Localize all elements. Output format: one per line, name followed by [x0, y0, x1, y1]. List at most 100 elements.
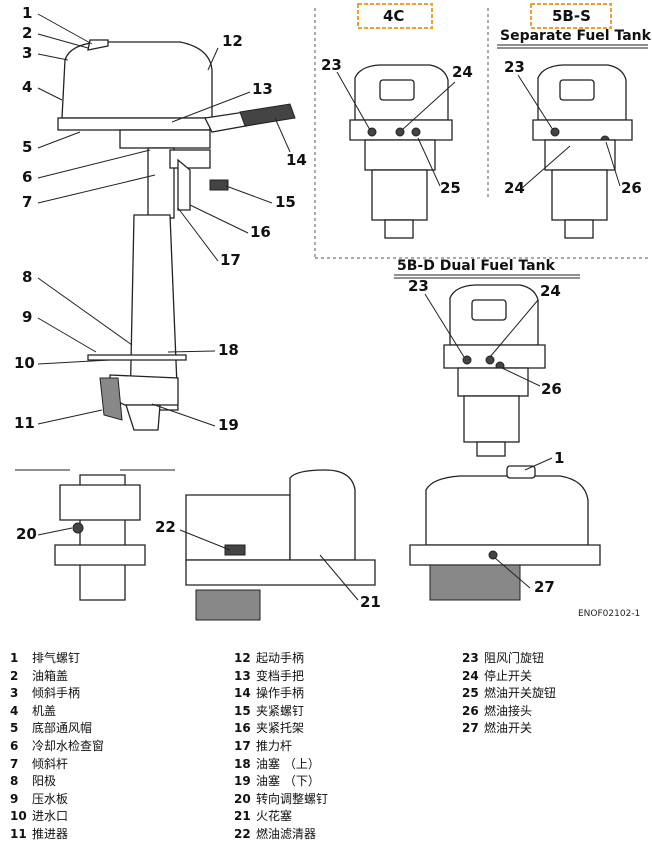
svg-text:11: 11: [14, 414, 35, 432]
legend-item-label: 燃油开关旋钮: [484, 686, 557, 701]
legend-item-label: 底部通风帽: [32, 721, 93, 736]
legend-item: 2 油箱盖: [10, 668, 230, 686]
svg-text:21: 21: [360, 593, 381, 611]
legend-item-label: 油塞 （下）: [256, 774, 320, 789]
detail-5bs: 23 24 26: [504, 58, 642, 239]
detail-4c: 23 24 25: [321, 56, 473, 239]
legend-item-number: 21: [234, 809, 251, 824]
svg-text:19: 19: [218, 416, 239, 434]
svg-text:2: 2: [22, 24, 32, 42]
main-callouts: 1 2 3 4 5 6 7 12 13 14 15 16 17 8 9 10 1…: [14, 4, 307, 434]
legend-item-label: 阳极: [32, 774, 57, 789]
legend-item-label: 排气螺钉: [32, 651, 81, 665]
legend-item-number: 1: [10, 651, 19, 665]
bottom-left-detail: 20: [15, 469, 175, 601]
svg-text:22: 22: [155, 518, 176, 536]
svg-text:26: 26: [541, 380, 562, 398]
legend-item-number: 22: [234, 826, 251, 841]
model-5bs-label: 5B-S: [552, 7, 591, 25]
svg-text:10: 10: [14, 354, 35, 372]
legend-item: 25 燃油开关旋钮: [462, 685, 652, 703]
legend-item-label: 燃油接头: [484, 703, 533, 718]
dual-tank-title: 5B-D Dual Fuel Tank: [397, 258, 556, 274]
legend-item: 1 排气螺钉: [10, 650, 230, 668]
legend-item-label: 起动手柄: [256, 651, 305, 665]
svg-text:17: 17: [220, 251, 241, 269]
legend-item-label: 压水板: [32, 791, 69, 806]
legend-item-number: 26: [462, 703, 479, 718]
model-4c-label: 4C: [383, 7, 404, 25]
separate-tank-title: Separate Fuel Tank: [500, 28, 652, 44]
legend-item-label: 夹紧螺钉: [256, 703, 305, 718]
svg-text:9: 9: [22, 308, 32, 326]
svg-text:23: 23: [321, 56, 342, 74]
svg-text:15: 15: [275, 193, 296, 211]
legend-item-label: 操作手柄: [256, 686, 305, 701]
legend-item-number: 2: [10, 668, 19, 683]
svg-text:24: 24: [540, 282, 561, 300]
legend-item-number: 10: [10, 809, 27, 824]
legend-item-label: 阻风门旋钮: [484, 651, 545, 665]
legend-item-number: 5: [10, 721, 19, 736]
svg-text:23: 23: [408, 277, 429, 295]
detail-5bd: 23 24 26: [408, 277, 562, 457]
legend-item: 26 燃油接头: [462, 703, 652, 721]
legend-item: 21 火花塞: [234, 808, 454, 826]
svg-text:16: 16: [250, 223, 271, 241]
legend-item-number: 23: [462, 651, 479, 665]
svg-text:7: 7: [22, 193, 32, 211]
legend-item-number: 13: [234, 668, 251, 683]
svg-text:18: 18: [218, 341, 239, 359]
legend-item-number: 24: [462, 668, 479, 683]
svg-text:1: 1: [22, 4, 32, 22]
legend-item: 13 变档手把: [234, 668, 454, 686]
legend-item-number: 4: [10, 703, 19, 718]
legend-item-number: 16: [234, 721, 251, 736]
legend-item-label: 变档手把: [256, 668, 305, 683]
legend-item-number: 7: [10, 756, 19, 771]
svg-text:23: 23: [504, 58, 525, 76]
svg-text:1: 1: [554, 449, 564, 467]
legend-item-label: 油箱盖: [32, 668, 69, 683]
legend-item-label: 推力杆: [256, 738, 293, 753]
legend-item-label: 转向调整螺钉: [256, 791, 329, 806]
svg-text:5: 5: [22, 138, 32, 156]
legend-item: 5 底部通风帽: [10, 720, 230, 738]
svg-text:8: 8: [22, 268, 32, 286]
svg-text:20: 20: [16, 525, 37, 543]
legend-item-label: 火花塞: [256, 809, 293, 824]
legend-item-number: 14: [234, 686, 251, 701]
bottom-middle-detail: 22 21: [155, 469, 381, 621]
svg-text:24: 24: [452, 63, 473, 81]
legend-item-label: 倾斜手柄: [32, 686, 81, 701]
svg-text:25: 25: [440, 179, 461, 197]
svg-text:6: 6: [22, 168, 32, 186]
legend-item-number: 25: [462, 686, 479, 701]
legend-item-number: 18: [234, 756, 251, 771]
legend-item-label: 燃油开关: [484, 721, 533, 736]
svg-text:4: 4: [22, 78, 32, 96]
model-4c-box: [357, 3, 433, 29]
legend-item-number: 11: [10, 826, 27, 841]
legend-item: 14 操作手柄: [234, 685, 454, 703]
legend-item-label: 推进器: [32, 826, 69, 841]
parts-diagram: 4C 5B-S Separate Fuel Tank 5B-D Dual Fue…: [14, 3, 652, 621]
